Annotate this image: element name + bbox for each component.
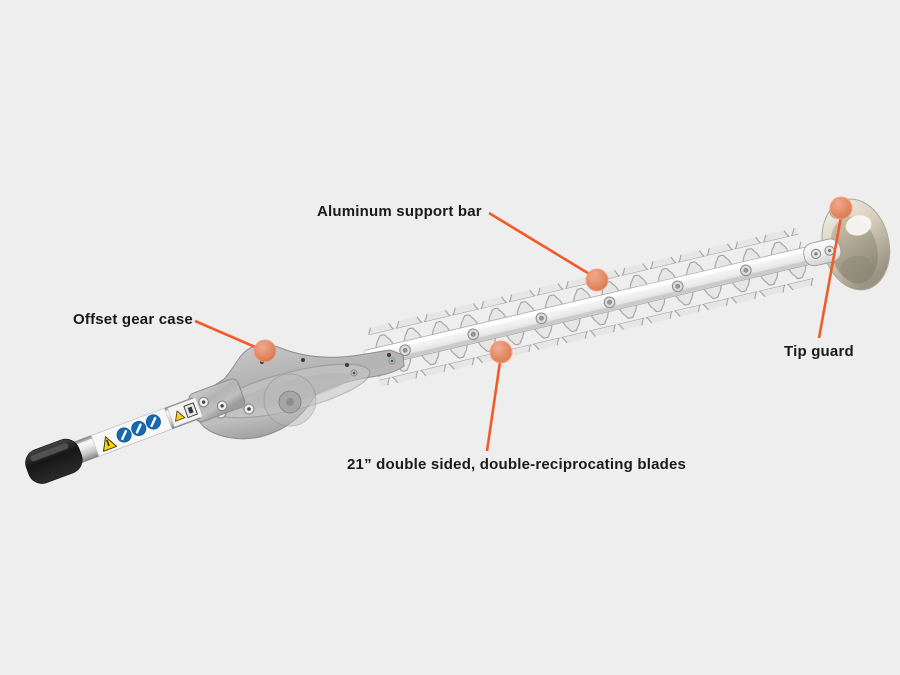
- callout-label-aluminum-support-bar: Aluminum support bar: [317, 203, 482, 220]
- callout-lines: [194, 211, 843, 452]
- callout-marker-aluminum-support-bar: [585, 268, 609, 292]
- callout-line-blades: [485, 361, 502, 452]
- callout-label-tip-guard: Tip guard: [784, 343, 854, 360]
- callout-label-offset-gear-case: Offset gear case: [73, 311, 193, 328]
- mandatory-safety-icon-2: [131, 420, 147, 436]
- mandatory-safety-icon-1: [116, 427, 132, 443]
- instruction-label: [167, 397, 203, 428]
- callout-line-tip-guard: [817, 216, 843, 339]
- callout-marker-offset-gear-case: [253, 339, 277, 363]
- callout-marker-blades: [489, 340, 513, 364]
- offset-gear-case: [189, 343, 405, 440]
- callout-label-blades: 21” double sided, double-reciprocating b…: [347, 456, 687, 473]
- warning-triangle-icon: [175, 410, 186, 422]
- safety-label: [90, 407, 173, 457]
- blade-assembly: [364, 198, 891, 387]
- callout-line-offset-gear-case: [194, 319, 263, 352]
- shaft-end-cap: [25, 438, 83, 484]
- blade-end-plate: [803, 238, 842, 267]
- mandatory-safety-icon-3: [145, 414, 161, 430]
- callout-markers: [253, 196, 853, 364]
- callout-line-aluminum-support-bar: [488, 211, 597, 280]
- blade-teeth-top: [367, 227, 803, 351]
- blade-teeth-bottom: [375, 262, 816, 387]
- drive-shaft: [25, 378, 246, 484]
- callout-marker-tip-guard: [829, 196, 853, 220]
- aluminum-support-bar: [364, 246, 815, 369]
- blade-bar-bolts: [399, 264, 752, 357]
